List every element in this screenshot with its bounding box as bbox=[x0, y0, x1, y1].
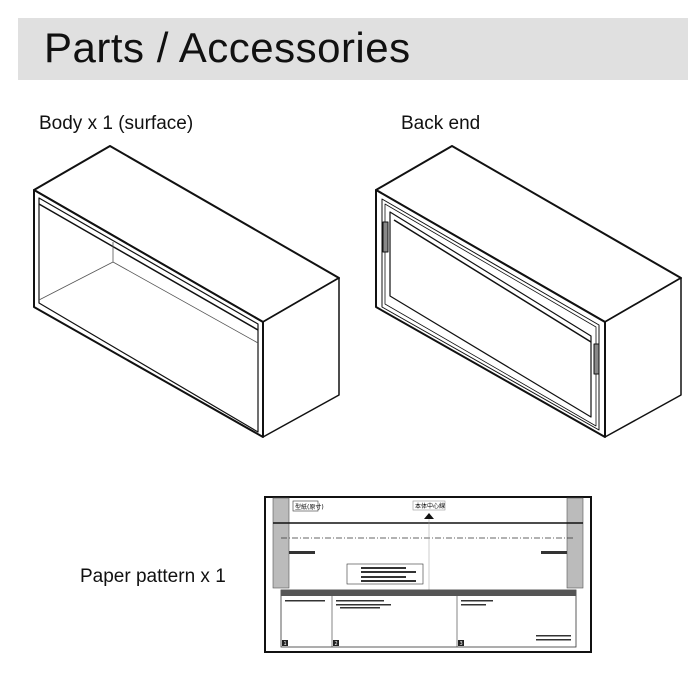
pattern-center-label: 本体中心線 bbox=[415, 502, 445, 510]
step-3-number: 3 bbox=[460, 641, 463, 647]
body-label: Body x 1 (surface) bbox=[39, 113, 194, 134]
back-end-label: Back end bbox=[401, 113, 481, 134]
step-2-number: 2 bbox=[335, 641, 338, 647]
step-2-marker bbox=[333, 640, 339, 646]
pattern-corner-label: 型紙(原寸) bbox=[295, 503, 324, 511]
page-title: Parts / Accessories bbox=[44, 24, 411, 71]
step-3-marker bbox=[458, 640, 464, 646]
back-end-cabinet-drawing bbox=[375, 145, 682, 438]
hinge-icon bbox=[382, 221, 600, 375]
paper-pattern-label: Paper pattern x 1 bbox=[80, 566, 226, 587]
section-header: Parts / Accessories bbox=[18, 18, 688, 80]
body-cabinet-drawing bbox=[33, 145, 340, 438]
step-1-number: 1 bbox=[284, 641, 287, 647]
paper-pattern-drawing: 型紙(原寸) 本体中心線 1 2 3 bbox=[264, 496, 592, 653]
step-1-marker bbox=[282, 640, 288, 646]
